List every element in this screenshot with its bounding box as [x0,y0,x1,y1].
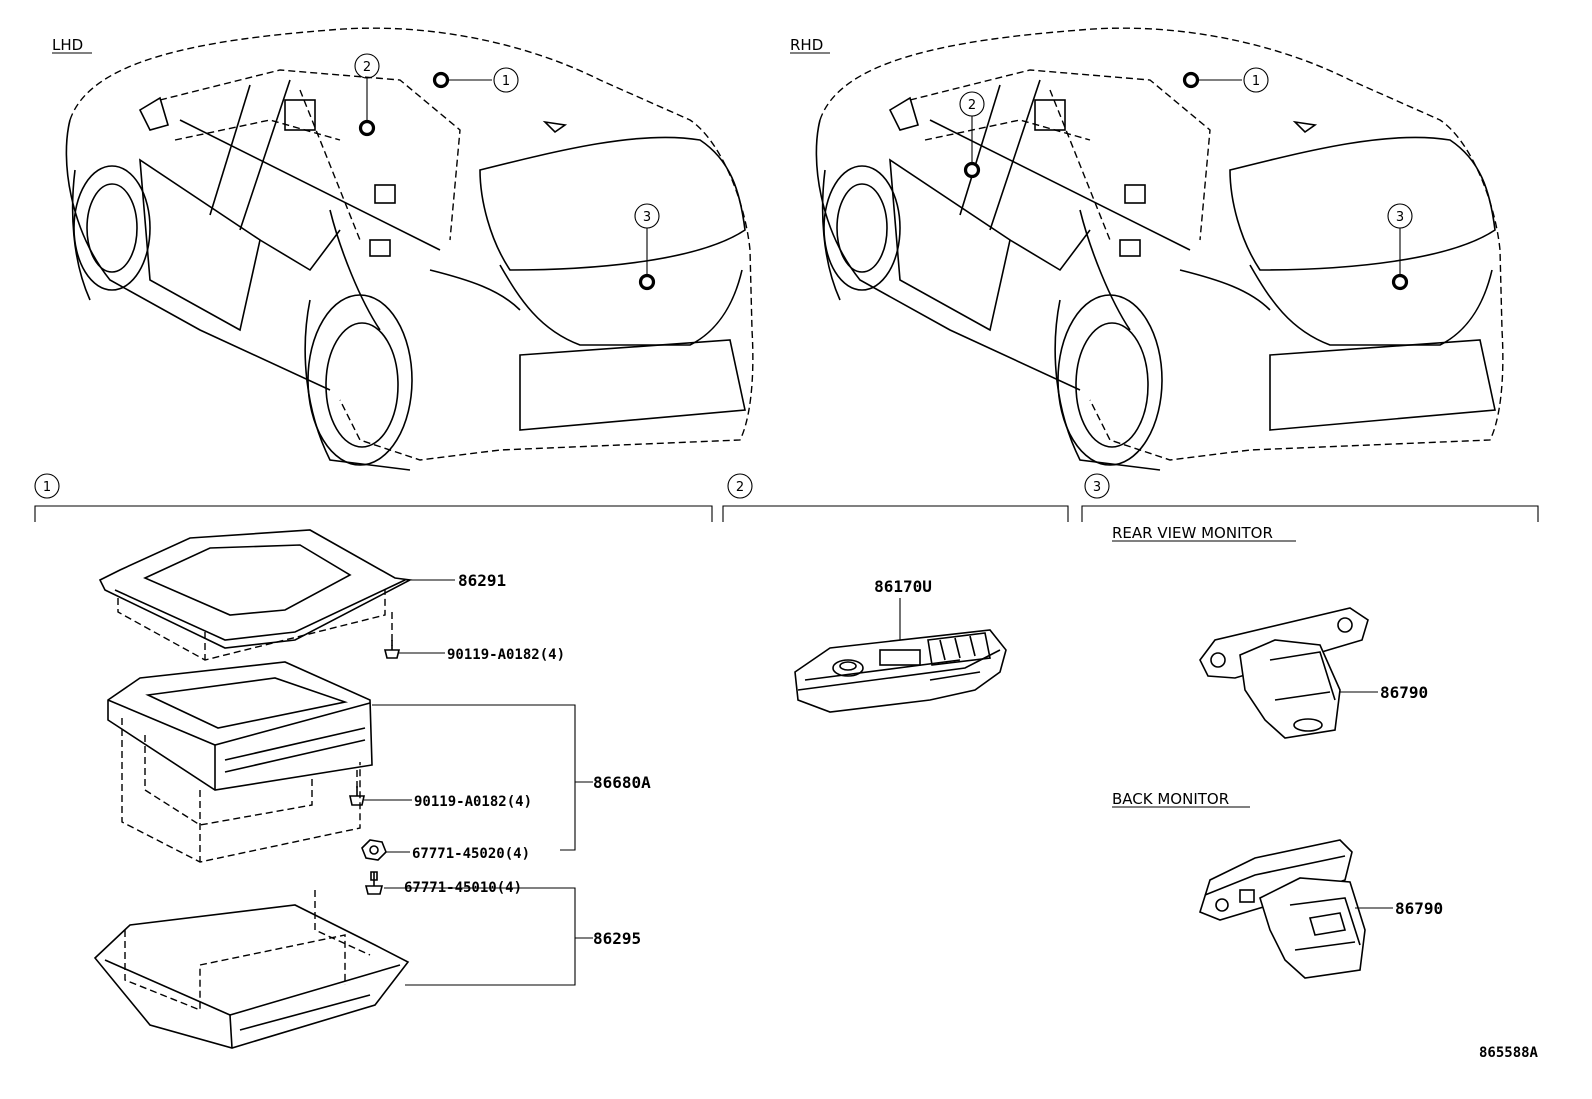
callout-3-rhd: 3 [1396,210,1404,225]
back-monitor-heading: BACK MONITOR [1112,790,1229,808]
part-86291: 86291 [458,571,506,590]
rear-view-monitor-heading: REAR VIEW MONITOR [1112,524,1273,542]
part-67771-45010: 67771-45010(4) [404,880,522,896]
screw-icon [349,770,365,806]
section-3-header: 3 [1081,473,1539,522]
callout-2-lhd: 2 [363,60,371,75]
part-67771-45020: 67771-45020(4) [412,846,530,862]
screw-icon [383,612,401,659]
section-1-header: 1 [34,473,713,522]
part-86170u: 86170U [874,577,932,596]
ceiling-display-frame-icon [98,529,413,661]
vehicle-illustration-rhd: 1 2 3 [815,27,1504,471]
view-label-rhd: RHD [790,36,823,54]
part-90119-mid: 90119-A0182(4) [414,794,532,810]
rear-camera-icon [1199,607,1369,739]
display-unit-icon [107,661,373,863]
clip-icon [361,839,387,861]
remote-controller-icon [794,629,1007,713]
display-cover-icon [93,890,410,1049]
svg-text:2: 2 [736,480,744,495]
part-86295: 86295 [593,929,641,948]
clip-icon [364,871,384,895]
callout-1-rhd: 1 [1252,74,1260,89]
svg-text:1: 1 [43,480,51,495]
part-86680a: 86680A [593,773,651,792]
section-2-header: 2 [722,473,1069,522]
callout-1-lhd: 1 [502,74,510,89]
part-86790-back: 86790 [1395,899,1443,918]
vehicle-illustration-lhd: 1 2 3 [65,27,754,471]
callout-3-lhd: 3 [643,210,651,225]
illustration-id: 865588A [1479,1045,1539,1061]
callout-2-rhd: 2 [968,98,976,113]
svg-text:3: 3 [1093,480,1101,495]
back-camera-icon [1199,839,1366,979]
part-90119-top: 90119-A0182(4) [447,647,565,663]
part-86790-rear: 86790 [1380,683,1428,702]
view-label-lhd: LHD [52,36,83,54]
